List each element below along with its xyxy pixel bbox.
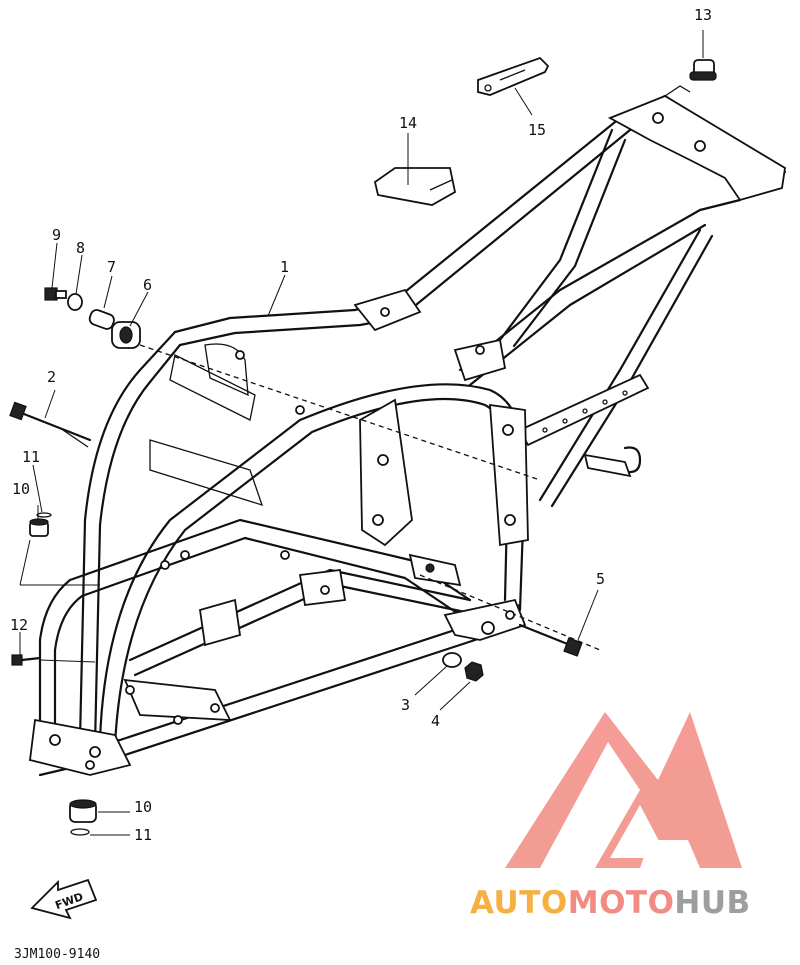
callout-2: 2 xyxy=(47,368,56,386)
part-13-cap-icon xyxy=(689,59,717,81)
part-10-bushing-lower-icon xyxy=(69,799,97,823)
callouts: 13 15 14 1 6 7 8 9 2 11 10 12 10 11 3 4 … xyxy=(10,6,712,844)
leader-lines xyxy=(19,30,704,836)
part-2-bolt-icon xyxy=(9,401,92,448)
part-7-collar-icon xyxy=(88,309,115,330)
callout-11-upper: 11 xyxy=(22,448,40,466)
part-4-nut-icon xyxy=(464,661,484,682)
brand-hub: HUB xyxy=(674,885,750,921)
callout-9: 9 xyxy=(52,226,61,244)
part-9-bolt-icon xyxy=(44,287,67,301)
automotohub-logo xyxy=(505,712,742,868)
part-15-clip-icon xyxy=(477,56,550,96)
callout-11-lower: 11 xyxy=(134,826,152,844)
brand-moto: MOTO xyxy=(568,885,675,921)
callout-7: 7 xyxy=(107,258,116,276)
callout-14: 14 xyxy=(399,114,417,132)
callout-6: 6 xyxy=(143,276,152,294)
part-3-washer-icon xyxy=(442,652,462,668)
part-10-bushing-upper-icon xyxy=(29,518,49,537)
brand-auto: AUTO xyxy=(470,885,568,921)
callout-15: 15 xyxy=(528,121,546,139)
part-6-bushing-icon xyxy=(111,321,141,349)
part-5-bolt-icon xyxy=(518,623,583,657)
part-12-bolt-icon xyxy=(11,654,42,666)
callout-10-lower: 10 xyxy=(134,798,152,816)
part-11-ring-lower-icon xyxy=(70,828,90,836)
frame-body xyxy=(28,85,787,777)
part-code: 3JM100-9140 xyxy=(14,947,100,962)
fwd-arrow-icon: FWD xyxy=(30,878,98,920)
callout-1: 1 xyxy=(280,258,289,276)
callout-12: 12 xyxy=(10,616,28,634)
callout-4: 4 xyxy=(431,712,440,730)
callout-5: 5 xyxy=(596,570,605,588)
callout-3: 3 xyxy=(401,696,410,714)
part-14-pad-icon xyxy=(373,167,457,206)
part-8-washer-icon xyxy=(67,293,83,311)
callout-13: 13 xyxy=(694,6,712,24)
watermark-brand: AUTOMOTOHUB xyxy=(470,885,751,921)
callout-8: 8 xyxy=(76,239,85,257)
part-11-ring-upper-icon xyxy=(36,512,52,518)
callout-10-upper: 10 xyxy=(12,480,30,498)
logo-mark-icon xyxy=(505,712,742,868)
